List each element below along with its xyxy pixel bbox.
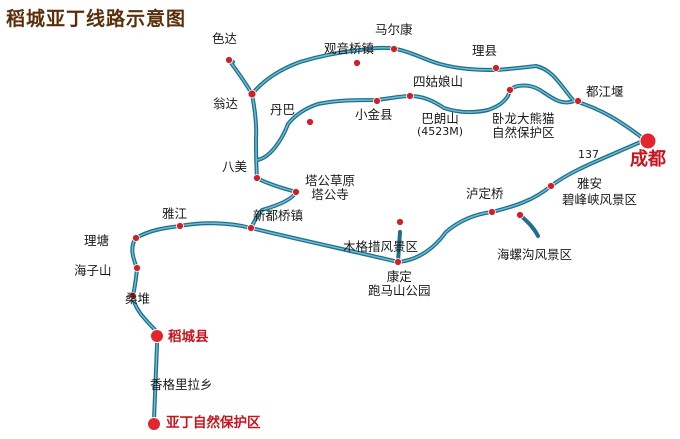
label-tagong: 塔公草原 塔公寺 [305,173,356,203]
label-maerkang: 马尔康 [375,22,413,37]
label-luding: 泸定桥 [466,186,504,201]
label-yading: 亚丁自然保护区 [166,415,261,431]
dot-yading [147,417,161,431]
label-litang: 理塘 [84,233,110,248]
dot-daocheng [150,329,164,343]
label-balang: 巴朗山 (4523M) [417,111,464,139]
label-tagong-line1: 塔公草原 [305,173,356,188]
dot-yajiang [176,222,184,230]
label-hailuogou: 海螺沟风景区 [497,247,573,262]
label-seda: 色达 [212,31,238,46]
label-kangding: 康定 跑马山公园 [368,269,431,299]
dot-chengdu [639,132,657,150]
label-bifengxia: 碧峰峡风景区 [562,192,638,207]
dot-seda [225,56,233,64]
label-kangding-line2: 跑马山公园 [368,283,431,299]
route-mugecuo [396,230,402,264]
label-xianggelila: 香格里拉乡 [150,377,213,392]
dot-haizishan [133,264,141,272]
label-mugecuo: 木格措风景区 [343,239,419,254]
dot-guanyinqiao [353,59,361,67]
dot-danba [306,118,314,126]
dot-kangding [394,258,402,266]
label-route-137: 137 [578,148,599,161]
route-hailuogou [518,213,540,238]
label-wengda: 翁达 [213,96,239,111]
route-south-1 [130,221,253,334]
label-wolong-line1: 卧龙大熊猫 [492,111,555,126]
label-siguniang: 四姑娘山 [413,74,464,89]
dot-xiaojin [373,97,381,105]
label-sangdui: 桑堆 [125,291,151,306]
label-yajiang: 雅江 [162,206,188,221]
dot-maerkang [390,45,398,53]
label-ya-an: 雅安 [577,176,603,191]
dot-wolong [506,86,514,94]
dot-bamei [253,174,261,182]
dot-mugecuo [396,218,404,226]
label-wolong: 卧龙大熊猫 自然保护区 [492,111,555,141]
dot-wengda [247,89,257,99]
dot-luding [488,208,496,216]
dot-sangdui [129,292,137,300]
label-xinduqiao: 新都桥镇 [253,208,304,223]
label-dujiangyan: 都江堰 [586,84,624,99]
label-balang-name: 巴朗山 [421,111,459,126]
label-danba: 丹巴 [270,102,296,117]
label-kangding-line1: 康定 [386,269,412,284]
label-lixian: 理县 [472,43,498,58]
label-balang-altitude: (4523M) [417,125,464,139]
map-title: 稻城亚丁线路示意图 [6,8,187,30]
dot-tagong [292,188,300,196]
label-chengdu: 成都 [630,149,666,170]
label-xiaojin: 小金县 [355,107,393,122]
dot-hailuogou [516,211,524,219]
dot-siguniang [406,92,414,100]
dot-lixian [492,64,500,72]
dot-litang [132,234,140,242]
label-tagong-line2: 塔公寺 [311,187,349,203]
dot-ya-an [547,182,555,190]
label-haizishan: 海子山 [74,263,112,278]
label-bamei: 八美 [222,159,248,174]
label-guanyinqiao: 观音桥镇 [324,41,375,56]
dot-xinduqiao [247,224,255,232]
dot-dujiangyan [574,97,582,105]
label-daocheng: 稻城县 [168,329,209,345]
label-wolong-line2: 自然保护区 [492,125,555,141]
